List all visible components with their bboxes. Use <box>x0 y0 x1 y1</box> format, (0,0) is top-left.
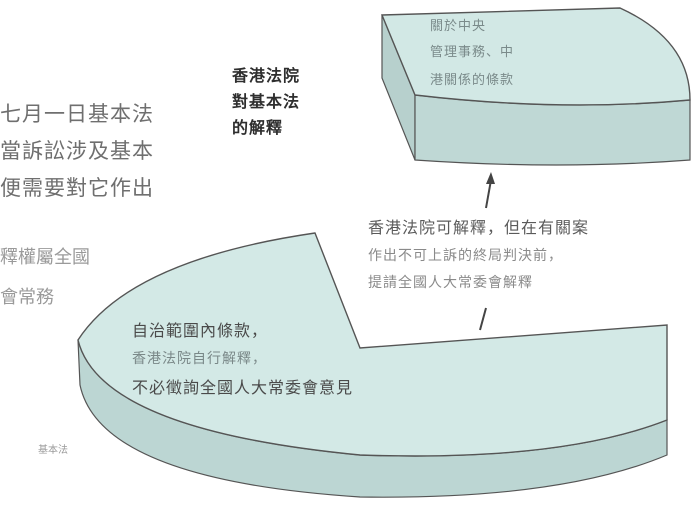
note-line-2: 作出不可上訴的終局判決前， <box>368 248 563 264</box>
note-line-3: 提請全國人大常委會解釋 <box>368 275 533 291</box>
pie-label-line-3: 不必徵詢全國人大常委會意見 <box>132 378 354 397</box>
pie-label-line-2: 香港法院自行解釋， <box>132 351 267 367</box>
upper-wedge <box>380 7 691 166</box>
body-text-line-2: 當訴訟涉及基本 <box>0 139 154 163</box>
arrow-up <box>485 172 495 209</box>
body-text-line-5: 會常務 <box>0 287 54 308</box>
wedge-label-line-2: 管理事務、中 <box>430 45 515 60</box>
body-text-line-4: 釋權屬全國 <box>0 247 90 268</box>
body-text-line-1: 七月一日基本法 <box>0 102 154 126</box>
wedge-label-line-3: 港關係的條款 <box>430 73 515 88</box>
arrow-stem-lower <box>479 307 487 331</box>
lower-pie <box>77 232 668 498</box>
diagram-title-line-1: 香港法院 <box>232 66 301 85</box>
pie-label-line-1: 自治範圍內條款， <box>132 321 269 340</box>
body-text-line-3: 便需要對它作出 <box>0 176 154 200</box>
diagram-title-line-2: 對基本法 <box>232 92 301 111</box>
wedge-label-line-1: 關於中央 <box>430 19 487 34</box>
footer-label: 基本法 <box>38 445 68 456</box>
diagram-title-line-3: 的解釋 <box>232 118 284 137</box>
note-line-1: 香港法院可解釋，但在有關案 <box>368 218 590 237</box>
